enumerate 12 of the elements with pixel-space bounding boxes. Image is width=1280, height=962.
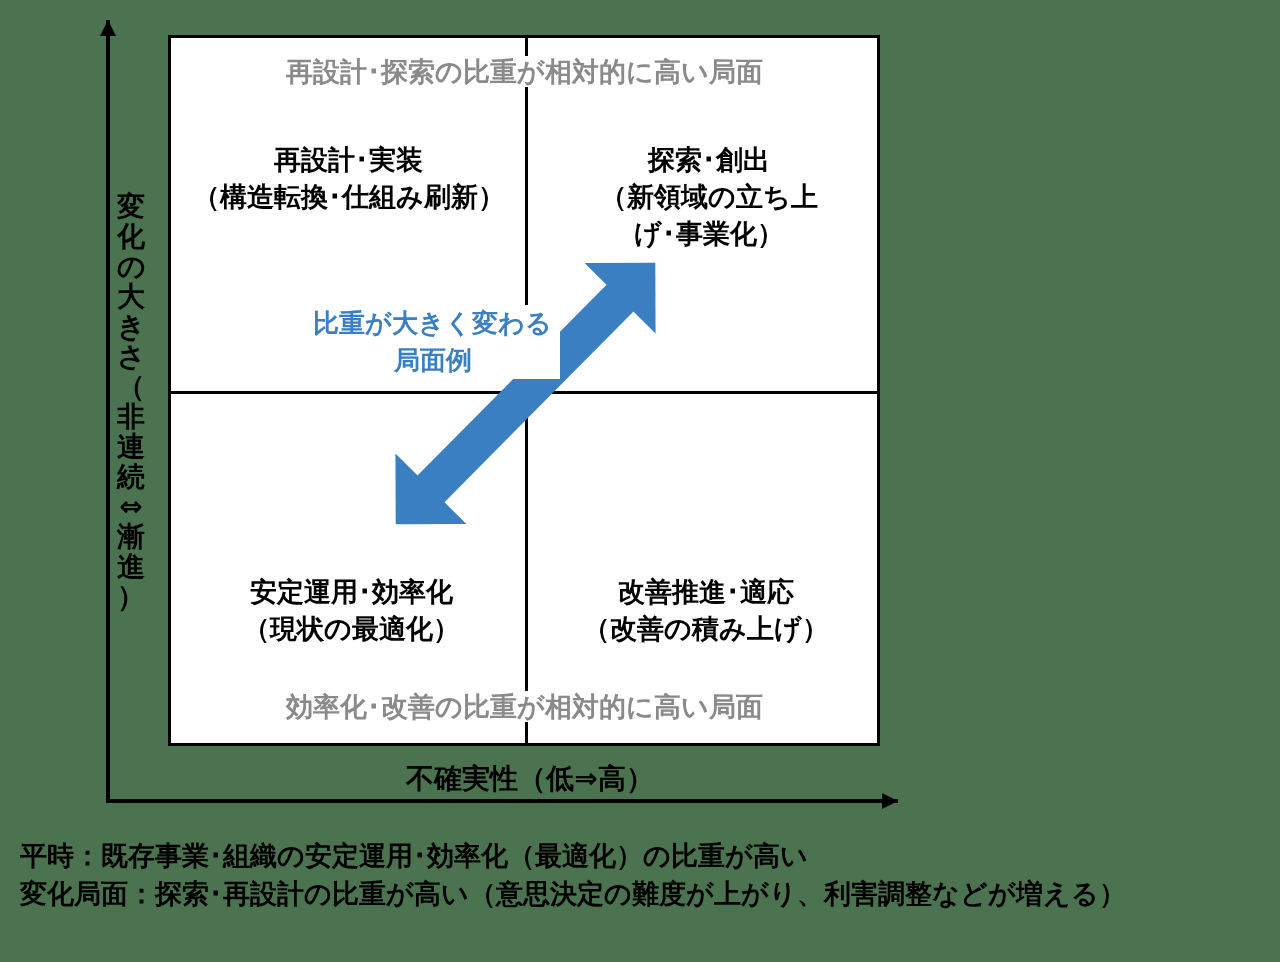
axis-label: 不確実性（低⇒高） [405,761,655,797]
phase-label: 再設計･探索の比重が相対的に高い局面 [285,56,763,87]
quadrant-label: 安定運用･効率化（現状の最適化） [186,573,516,653]
axis-label: 変化の大きさ（非連続⇔漸進） [116,192,146,612]
quadrant-label: 改善推進･適応（改善の積み上げ） [536,573,876,653]
note: 変化局面：探索･再設計の比重が高い（意思決定の難度が上がり、利害調整などが増える） [20,877,1126,911]
note: 平時：既存事業･組織の安定運用･効率化（最適化）の比重が高い [20,839,808,873]
double-arrow [395,262,656,525]
quadrant-label: 再設計･実装（構造転換･仕組み刷新） [176,141,521,221]
matrix-box [168,35,880,746]
phase-label: 効率化･改善の比重が相対的に高い局面 [285,691,763,722]
quadrant-label: 探索･創出（新領域の立ち上げ･事業化） [581,141,836,257]
